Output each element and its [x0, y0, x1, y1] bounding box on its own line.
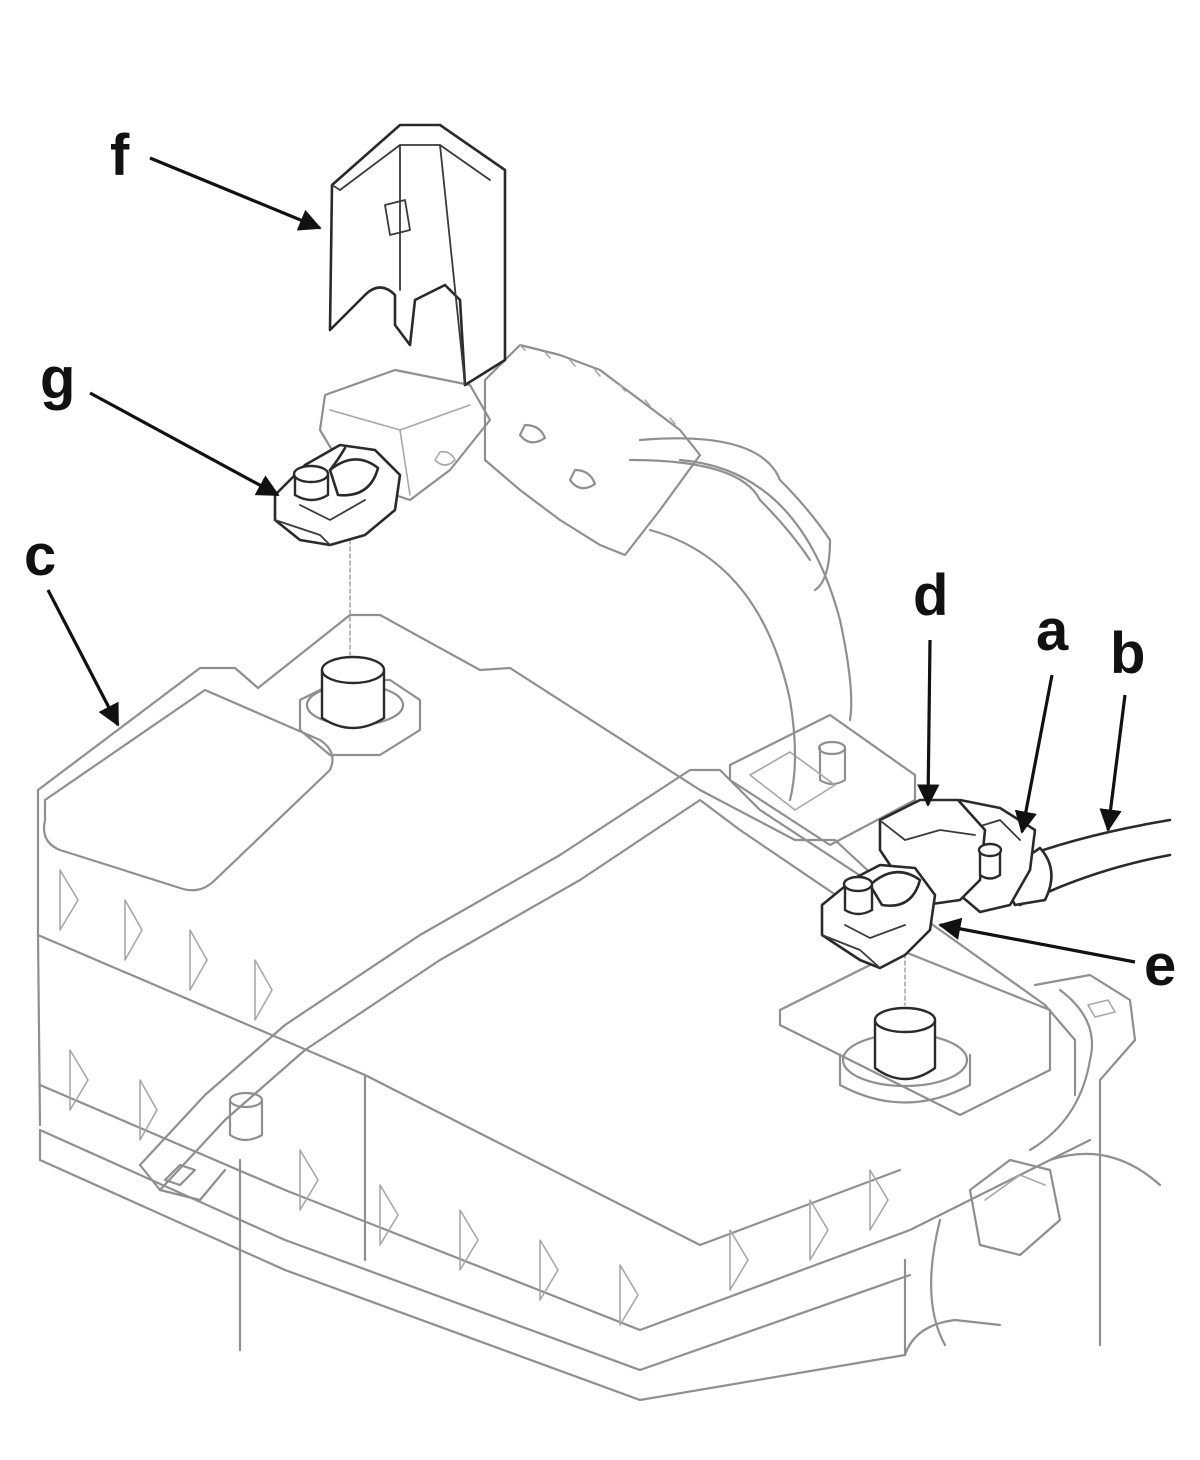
callout-g: g: [40, 346, 75, 411]
callout-e: e: [1144, 933, 1176, 998]
leader-c: [46, 589, 120, 727]
battery-ribs: [59, 869, 889, 1326]
cable-sleeve: [483, 343, 702, 557]
callout-d: d: [913, 563, 948, 628]
leader-g: [89, 391, 280, 497]
tray-lower: [38, 1128, 907, 1402]
leader-f: [149, 156, 322, 231]
bracket-right: [728, 713, 917, 847]
terminal-block-body: [318, 368, 492, 502]
battery-label-recess: [42, 688, 334, 892]
sensor-connector: [968, 1158, 1062, 1257]
flip-cover: [328, 123, 507, 387]
hold-down-bar: [138, 768, 907, 1167]
negative-cable-assembly: [318, 343, 853, 802]
callout-a: a: [1036, 598, 1069, 663]
battery-top-outline: [36, 613, 702, 792]
leader-b: [1099, 694, 1127, 832]
leader-a: [1014, 674, 1054, 834]
leader-lines: [46, 156, 1136, 964]
callout-labels: a b c d e f g: [24, 123, 1176, 998]
negative-post: [298, 655, 422, 757]
leader-d: [917, 639, 940, 807]
callout-b: b: [1110, 621, 1145, 686]
battery-tray-lineart: [36, 539, 1162, 1402]
positive-post: [838, 1006, 972, 1104]
positive-cable-assembly: [820, 798, 1172, 970]
callout-c: c: [24, 523, 56, 588]
negative-terminal-clamp: [273, 443, 402, 547]
leader-e: [938, 917, 1136, 964]
callout-f: f: [110, 123, 130, 188]
